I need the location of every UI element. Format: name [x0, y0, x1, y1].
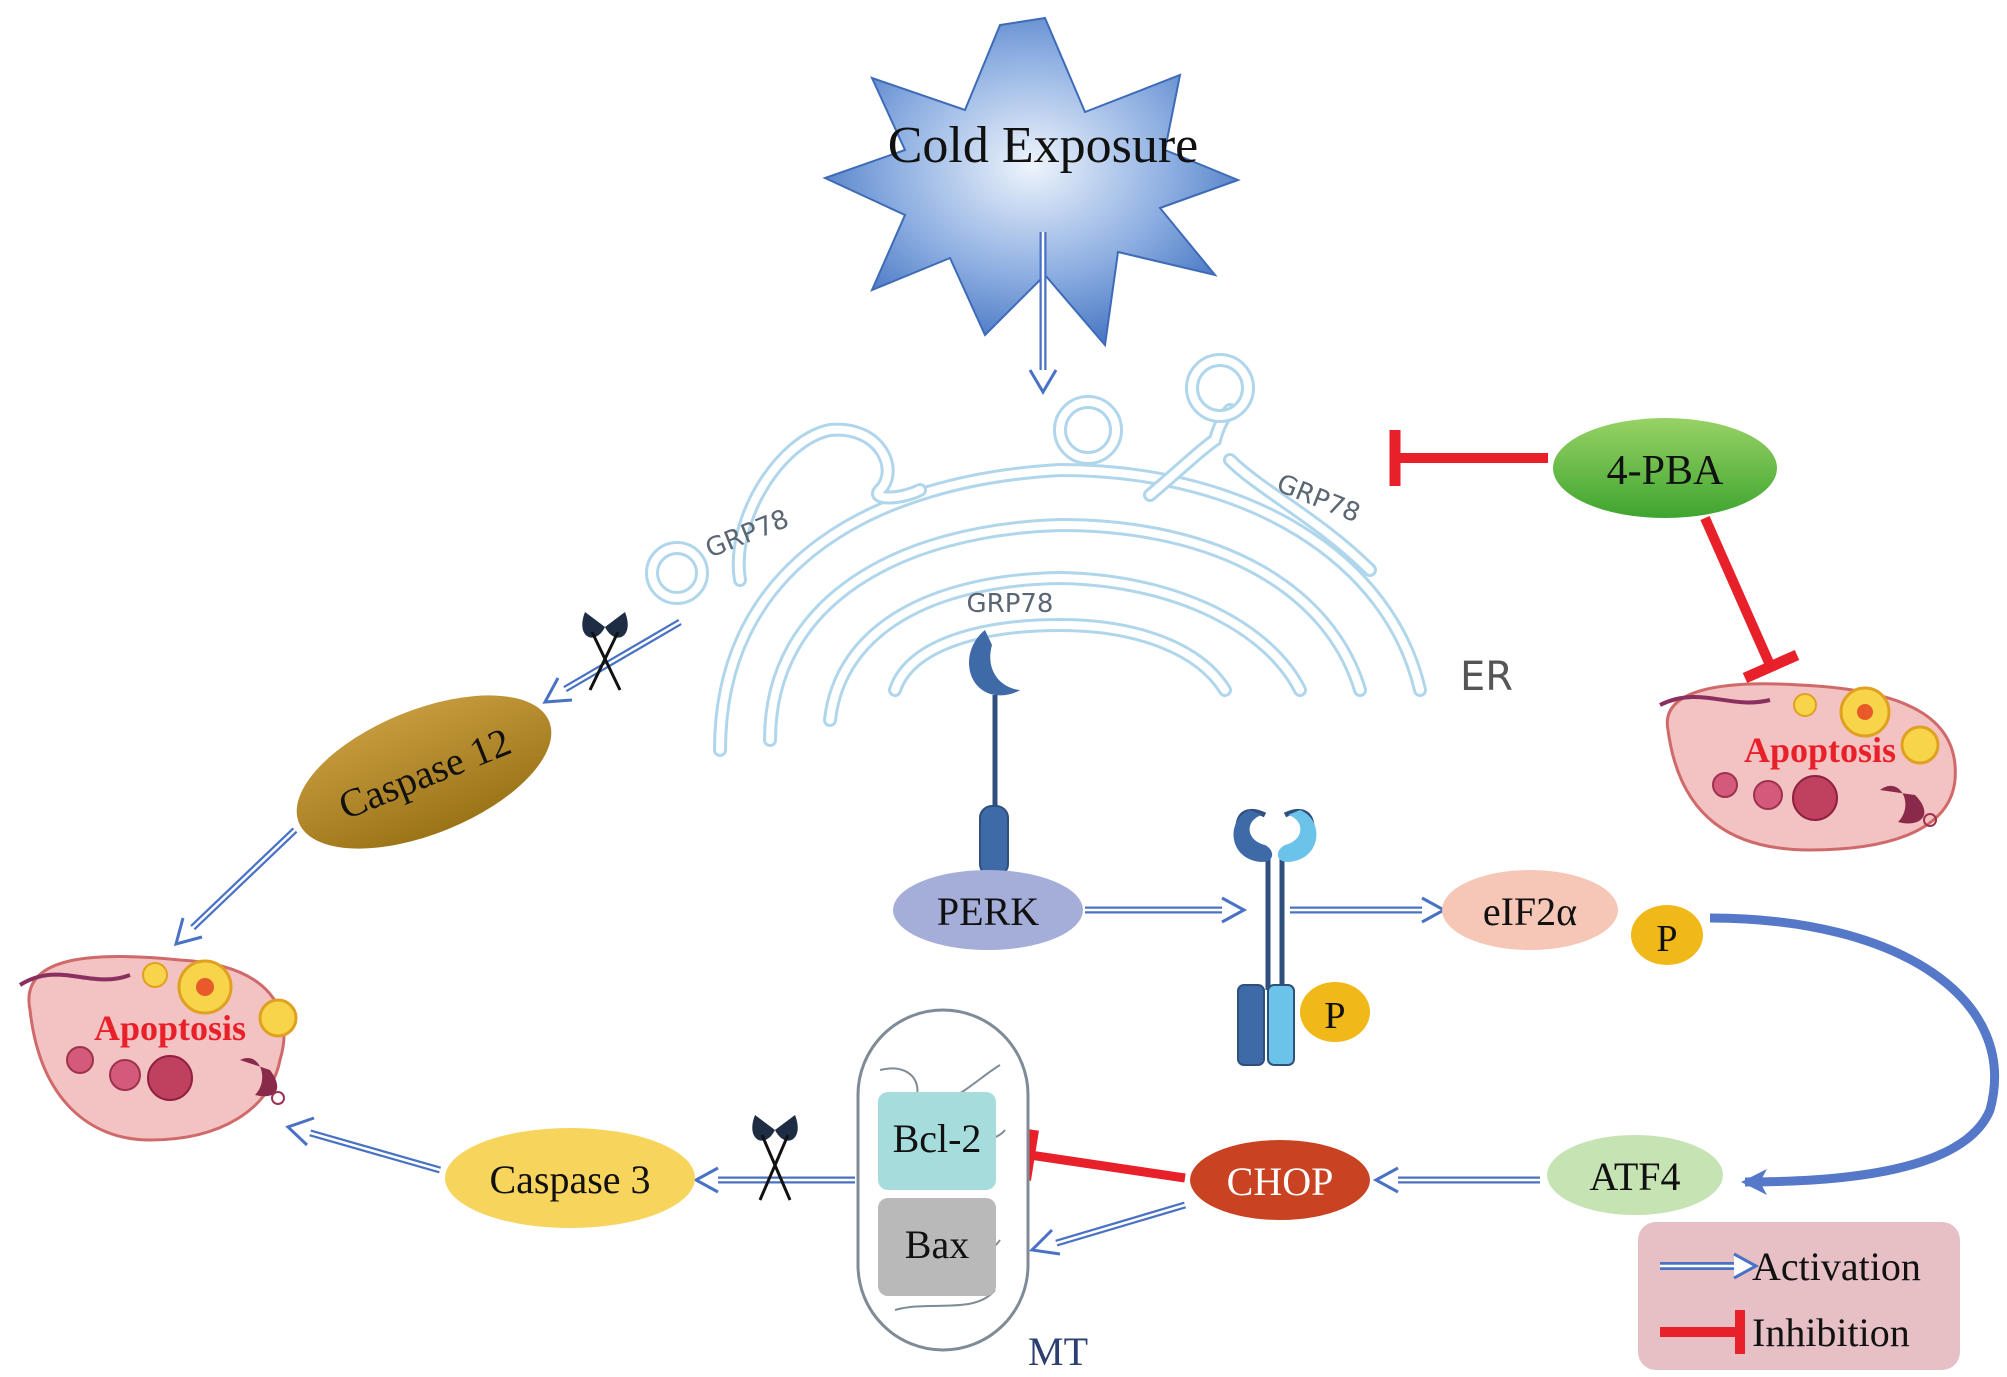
- chop-label: CHOP: [1227, 1159, 1334, 1204]
- arrow-cold-to-er: [1028, 232, 1058, 395]
- pba-label: 4-PBA: [1607, 448, 1724, 494]
- arrow-perk-to-dimer: [1085, 896, 1248, 924]
- arrow-dimer-to-eif2a: [1290, 896, 1448, 924]
- arrow-atf4-to-chop: [1372, 1166, 1540, 1194]
- perk-dimer: [1233, 808, 1317, 1066]
- inhibition-pba-to-er: [1389, 430, 1548, 486]
- cold-exposure-burst: Cold Exposure: [822, 16, 1241, 348]
- atf4-node: ATF4: [1547, 1135, 1723, 1215]
- inhibition-chop-to-bcl2: [1021, 1129, 1186, 1183]
- legend-inhibition-bar: [1660, 1310, 1745, 1354]
- legend-inhibition-label: Inhibition: [1752, 1310, 1910, 1355]
- mt-label: MT: [1028, 1329, 1088, 1374]
- inhibition-pba-to-apoptosis: [1700, 515, 1800, 684]
- legend-activation-arrow: [1660, 1252, 1760, 1280]
- caspase3-node: Caspase 3: [445, 1128, 695, 1228]
- scissors-icon-caspase3: [752, 1115, 798, 1201]
- ovary-illustration-left: [18, 955, 298, 1142]
- pba-node: 4-PBA: [1553, 418, 1777, 518]
- arrow-chop-to-bax: [1028, 1201, 1186, 1256]
- perk-node: PERK: [893, 870, 1083, 950]
- perk-label: PERK: [937, 889, 1039, 934]
- eif2a-label: eIF2α: [1483, 889, 1577, 934]
- legend: Activation Inhibition: [1638, 1222, 1960, 1370]
- bcl2-label: Bcl-2: [893, 1116, 982, 1161]
- arrow-caspase12-to-apoptosis: [173, 827, 298, 947]
- grp78-crescent: [968, 630, 1020, 696]
- chop-node: CHOP: [1190, 1140, 1370, 1220]
- scissors-icon-caspase12: [582, 612, 628, 691]
- atf4-label: ATF4: [1589, 1154, 1680, 1199]
- arrow-caspase3-to-apoptosis: [285, 1116, 441, 1174]
- burst-shape: [822, 16, 1241, 348]
- phospho-badge-perk: P: [1300, 982, 1370, 1042]
- cold-exposure-label: Cold Exposure: [888, 117, 1199, 174]
- apoptosis-label-left: Apoptosis: [94, 1008, 246, 1048]
- arrow-mt-to-caspase3: [692, 1166, 855, 1194]
- phospho-badge-eif2a: P: [1631, 905, 1703, 965]
- caspase12-node: Caspase 12: [296, 695, 552, 849]
- apoptosis-label-right: Apoptosis: [1744, 730, 1896, 770]
- phospho-label-perk: P: [1324, 995, 1345, 1037]
- legend-activation-label: Activation: [1752, 1244, 1921, 1289]
- er-label: ER: [1460, 654, 1513, 700]
- bcl2-node: Bcl-2: [878, 1092, 996, 1190]
- endoplasmic-reticulum: [645, 353, 1427, 757]
- bax-node: Bax: [878, 1198, 996, 1296]
- grp78-label-center: GRP78: [967, 589, 1054, 619]
- bax-label: Bax: [905, 1222, 969, 1267]
- eif2a-node: eIF2α: [1442, 870, 1618, 950]
- ovary-illustration-right: [1659, 682, 1957, 852]
- arrow-er-to-caspase12: [542, 618, 682, 704]
- phospho-label-eif2a: P: [1656, 918, 1677, 960]
- arrow-eif2a-to-atf4: [1709, 913, 2000, 1195]
- perk-receptor: [968, 630, 1020, 877]
- caspase3-label: Caspase 3: [489, 1157, 650, 1202]
